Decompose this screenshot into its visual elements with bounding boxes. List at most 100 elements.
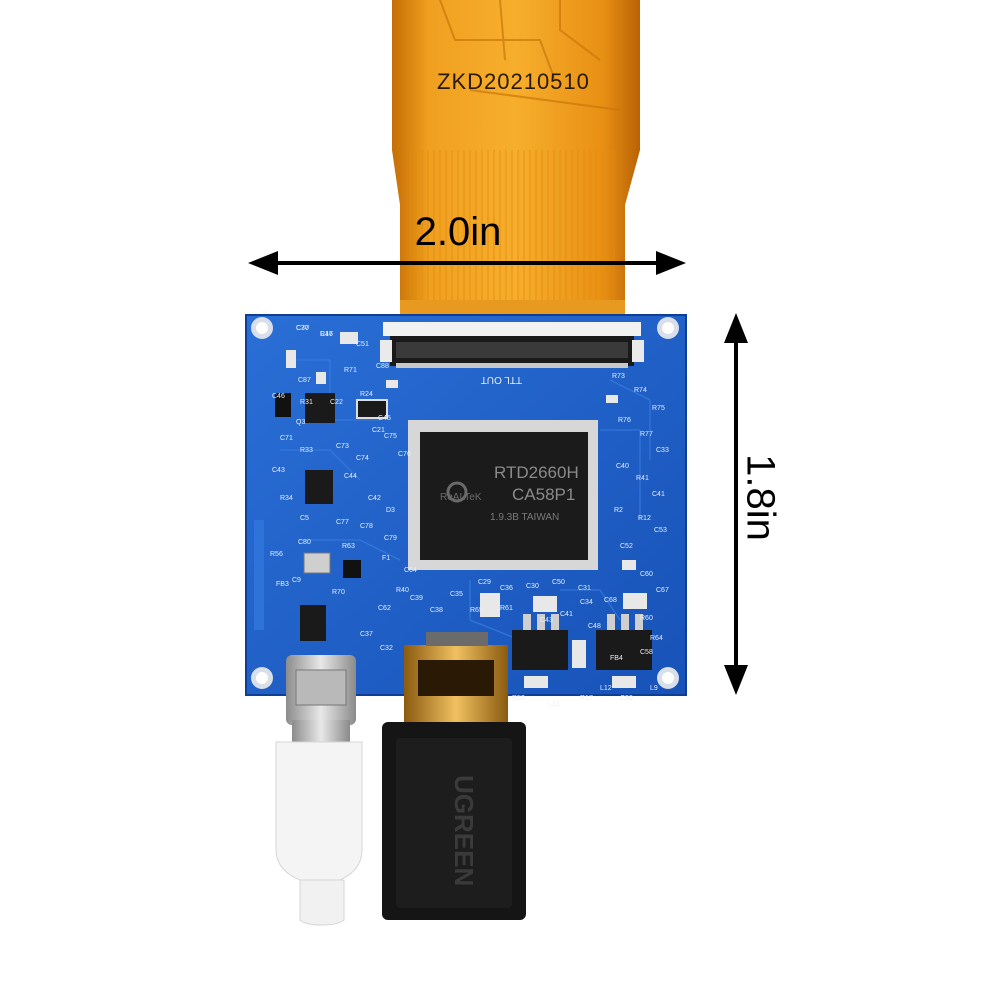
silkscreen-label: C79	[384, 535, 397, 542]
silkscreen-label: C64	[404, 567, 417, 574]
silkscreen-label: C41	[560, 611, 573, 618]
silkscreen-label: C21	[372, 427, 385, 434]
chip-logo: ReALTeK	[440, 492, 482, 503]
silkscreen-label: C46	[272, 393, 285, 400]
chip-line-3: 1.9.3B TAIWAN	[490, 512, 559, 523]
silkscreen-label: C58	[640, 649, 653, 656]
silkscreen-label: R71	[344, 367, 357, 374]
silkscreen-label: R56	[270, 551, 283, 558]
silkscreen-label: C75	[384, 433, 397, 440]
silkscreen-label: C44	[344, 473, 357, 480]
silkscreen-label: C77	[336, 519, 349, 526]
silkscreen-label: C45	[378, 415, 391, 422]
silkscreen-label: C35	[450, 591, 463, 598]
silkscreen-label: C74	[356, 455, 369, 462]
silkscreen-label: L11	[548, 701, 559, 708]
silkscreen-label: R2	[614, 507, 623, 514]
micro-usb-connector	[286, 655, 356, 725]
pcb-board: TTL OUT RTD2660H CA58P1 1.9.3B TAIWAN Re…	[245, 314, 687, 714]
silkscreen-label: R75	[652, 405, 665, 412]
silkscreen-label: R47	[320, 331, 333, 338]
silkscreen-label: R60	[640, 615, 653, 622]
silkscreen-label: C16	[320, 331, 333, 338]
silkscreen-label: C60	[640, 571, 653, 578]
silkscreen-label: C80	[298, 539, 311, 546]
silkscreen-label: C68	[604, 597, 617, 604]
silkscreen-label: R41	[636, 475, 649, 482]
silkscreen-label: R76	[618, 417, 631, 424]
silkscreen-label: R24	[360, 391, 373, 398]
silkscreen-label: R73	[612, 373, 625, 380]
chip-line-2: CA58P1	[512, 485, 575, 504]
silkscreen-label: C42	[368, 495, 381, 502]
silkscreen-label: C33	[656, 447, 669, 454]
silkscreen-label: R77	[640, 431, 653, 438]
silkscreen-label: R65	[470, 607, 483, 614]
silkscreen-label: C50	[552, 579, 565, 586]
silkscreen-label: C29	[478, 579, 491, 586]
fpc-ribbon-cable: ZKD20210510	[392, 0, 640, 316]
silkscreen-label: R64	[650, 635, 663, 642]
silkscreen-label: L9	[650, 685, 658, 692]
silkscreen-label: C22	[330, 399, 343, 406]
silkscreen-label: C38	[430, 607, 443, 614]
silkscreen-label: R74	[634, 387, 647, 394]
silkscreen-label: C36	[500, 585, 513, 592]
connector-label: TTL OUT	[481, 374, 522, 385]
silkscreen-label: FB4	[610, 655, 623, 662]
silkscreen-label: C43	[540, 617, 553, 624]
silkscreen-label: C70	[296, 325, 309, 332]
smd-components	[254, 332, 652, 688]
fpc-connector	[380, 322, 644, 368]
silkscreen-label: R12	[638, 515, 651, 522]
main-chip	[408, 420, 598, 570]
silkscreen-label: C48	[588, 623, 601, 630]
silkscreen-label: F1	[382, 555, 390, 562]
silkscreen-label: C51	[356, 341, 369, 348]
usb-hdmi-adapter: UGREEN	[382, 722, 526, 920]
silkscreen-label: C32	[380, 645, 393, 652]
width-dimension-label: 2.0in	[414, 210, 502, 254]
silkscreen-label: Q3	[296, 419, 305, 426]
silkscreen-label: FB3	[276, 581, 289, 588]
silkscreen-label: C76	[398, 451, 411, 458]
silkscreen-label: C9	[292, 577, 301, 584]
silkscreen-label: C40	[616, 463, 629, 470]
silkscreen-label: C30	[526, 583, 539, 590]
silkscreen-label: C67	[656, 587, 669, 594]
silkscreen-label: C41	[652, 491, 665, 498]
silkscreen-label: C43	[272, 467, 285, 474]
silkscreen-label: R61	[500, 605, 513, 612]
ribbon-marking: ZKD20210510	[437, 69, 590, 94]
silkscreen-label: C87	[298, 377, 311, 384]
silkscreen-label: C37	[360, 631, 373, 638]
usb-cable	[275, 720, 363, 926]
silkscreen-labels: C70R47C51C87R71C88C46Q3R24C45C71R33C73C7…	[270, 325, 669, 714]
silkscreen-label: C52	[620, 543, 633, 550]
silkscreen-label: R33	[300, 447, 313, 454]
silkscreen-label: C37	[296, 325, 309, 332]
adapter-brand: UGREEN	[449, 775, 479, 886]
silkscreen-label: C34	[580, 599, 593, 606]
silkscreen-label: C62	[378, 605, 391, 612]
silkscreen-label: R70	[332, 589, 345, 596]
silkscreen-label: C31	[578, 585, 591, 592]
silkscreen-label: C5	[300, 515, 309, 522]
chip-line-1: RTD2660H	[494, 463, 579, 482]
silkscreen-label: R52	[512, 695, 525, 702]
silkscreen-label: C71	[280, 435, 293, 442]
silkscreen-label: C73	[336, 443, 349, 450]
silkscreen-label: C90	[620, 695, 633, 702]
silkscreen-label: C53	[654, 527, 667, 534]
silkscreen-label: C88	[376, 363, 389, 370]
mounting-holes	[251, 317, 679, 689]
silkscreen-label: R31	[300, 399, 313, 406]
height-dimension-label: 1.8in	[738, 454, 783, 541]
silkscreen-label: C39	[410, 595, 423, 602]
silkscreen-label: L12	[600, 685, 612, 692]
silkscreen-label: R34	[280, 495, 293, 502]
mini-hdmi-connector	[404, 632, 508, 735]
silkscreen-label: D3	[386, 507, 395, 514]
width-arrow	[248, 251, 686, 275]
